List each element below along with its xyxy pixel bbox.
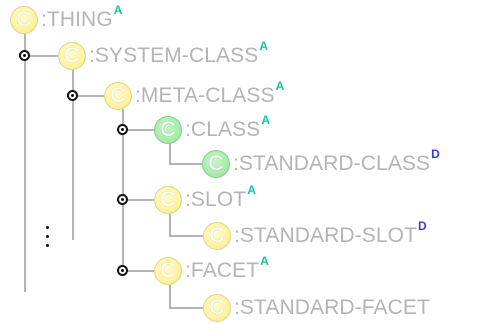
tree-connector	[122, 129, 154, 131]
expand-toggle[interactable]	[19, 50, 30, 61]
abstract-badge: A	[261, 113, 270, 127]
tree-connector	[169, 205, 171, 235]
class-icon: C	[203, 294, 231, 322]
tree-node-thing[interactable]: C :THING A	[10, 3, 123, 36]
expand-toggle[interactable]	[117, 265, 128, 276]
tree-connector	[122, 199, 154, 201]
tree-connector	[169, 307, 203, 309]
tree-connector	[169, 163, 202, 165]
abstract-badge: A	[247, 183, 256, 197]
tree-connector	[122, 270, 154, 272]
tree-connector	[122, 99, 124, 274]
node-label: :CLASS	[185, 118, 261, 141]
tree-node-slot[interactable]: C :SLOT A	[154, 183, 256, 216]
tree-connector	[24, 34, 26, 292]
class-icon: C	[58, 42, 86, 70]
class-icon: C	[10, 6, 38, 34]
tree-connector	[24, 55, 58, 57]
tree-connector	[169, 285, 171, 307]
node-label: :SYSTEM-CLASS	[89, 44, 259, 67]
expand-toggle[interactable]	[117, 124, 128, 135]
tree-node-system-class[interactable]: C :SYSTEM-CLASS A	[58, 39, 269, 72]
node-label: :STANDARD-FACET	[234, 296, 430, 319]
tree-connector	[169, 235, 203, 237]
tree-node-class[interactable]: C :CLASS A	[154, 113, 270, 146]
abstract-badge: A	[113, 3, 123, 17]
node-label: :STANDARD-SLOT	[234, 224, 418, 247]
expand-toggle[interactable]	[117, 194, 128, 205]
abstract-badge: A	[275, 79, 285, 93]
expand-toggle[interactable]	[67, 90, 78, 101]
more-items-indicator[interactable]	[46, 226, 49, 250]
metaclass-icon: C	[154, 116, 182, 144]
tree-connector	[72, 95, 104, 97]
abstract-badge: A	[259, 39, 269, 53]
tree-node-facet[interactable]: C :FACET A	[154, 254, 269, 287]
node-label: :STANDARD-CLASS	[233, 152, 431, 175]
abstract-badge: A	[260, 254, 269, 268]
tree-node-standard-slot[interactable]: C :STANDARD-SLOT D	[203, 219, 427, 252]
node-label: :META-CLASS	[135, 84, 275, 107]
node-label: :THING	[41, 8, 113, 31]
tree-connector	[169, 143, 171, 163]
default-badge: D	[418, 219, 427, 233]
metaclass-icon: C	[202, 150, 230, 178]
tree-node-standard-facet[interactable]: C :STANDARD-FACET	[203, 292, 430, 324]
class-icon: C	[104, 82, 132, 110]
class-icon: C	[154, 257, 182, 285]
node-label: :FACET	[185, 259, 260, 282]
default-badge: D	[431, 147, 440, 161]
class-icon: C	[203, 222, 231, 250]
tree-connector	[72, 66, 74, 240]
tree-node-standard-class[interactable]: C :STANDARD-CLASS D	[202, 147, 440, 180]
class-icon: C	[154, 186, 182, 214]
node-label: :SLOT	[185, 188, 247, 211]
tree-node-meta-class[interactable]: C :META-CLASS A	[104, 79, 285, 112]
